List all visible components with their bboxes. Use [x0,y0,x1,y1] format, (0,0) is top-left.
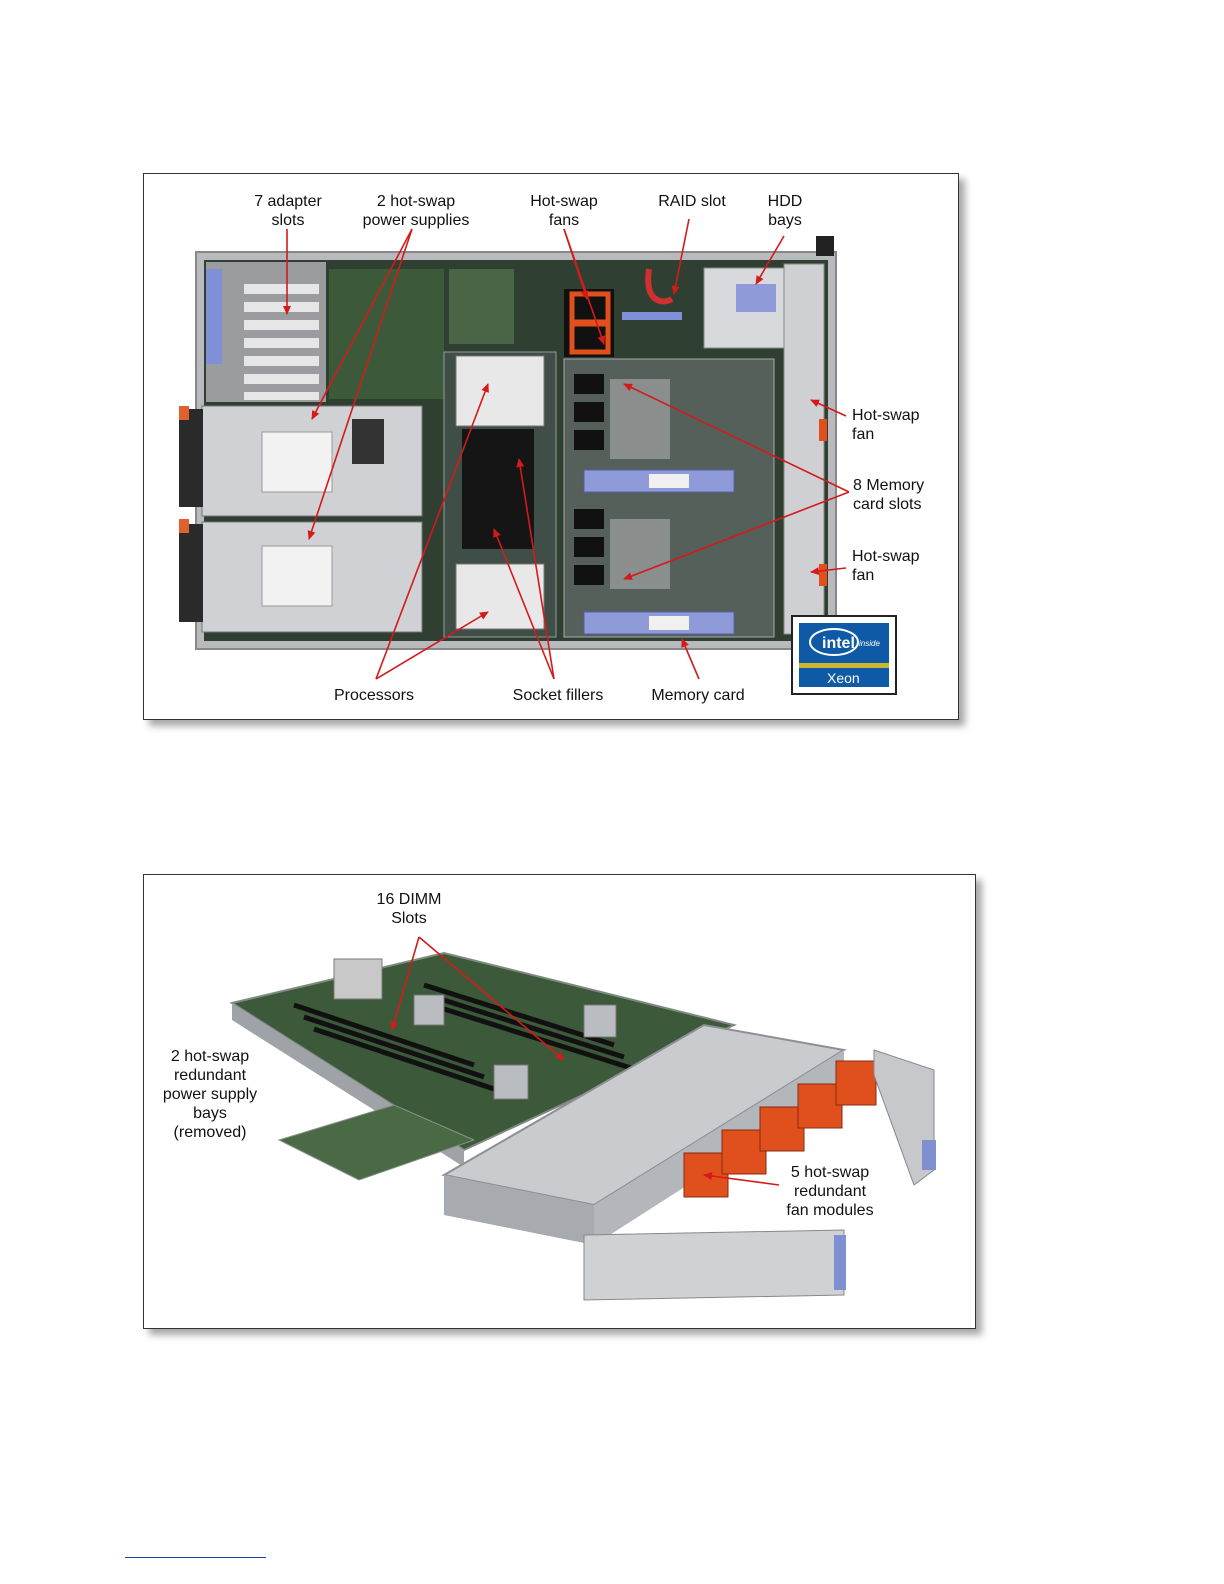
callout-psu-bays: 2 hot-swap redundant power supply bays (… [146,1047,274,1142]
callout-hdd-bays: HDD bays [754,192,816,230]
svg-text:intel: intel [822,635,855,652]
callout-raid-slot: RAID slot [644,192,740,211]
fan-column [784,264,824,634]
server-top-view-figure: intel inside Xeon 7 adapter slots 2 hot-… [143,173,959,720]
callout-socket-fillers: Socket fillers [496,686,620,705]
callout-hot-swap-fan-2: Hot-swap fan [852,547,952,585]
callout-hot-swap-fans: Hot-swap fans [514,192,614,230]
svg-text:inside: inside [859,639,880,648]
adapter-latches [206,269,222,364]
callout-adapter-slots: 7 adapter slots [236,192,340,230]
psu-bay-bottom [584,1230,844,1300]
callout-processors: Processors [314,686,434,705]
callout-hot-swap-fan-1: Hot-swap fan [852,406,952,444]
callout-memory-card: Memory card [638,686,758,705]
callout-power-supplies: 2 hot-swap power supplies [351,192,481,230]
callout-dimm-slots: 16 DIMM Slots [354,890,464,928]
callout-fan-modules: 5 hot-swap redundant fan modules [772,1163,888,1220]
svg-text:Xeon: Xeon [827,670,860,686]
compute-tray-figure: 16 DIMM Slots 2 hot-swap redundant power… [143,874,976,1329]
processor-1 [456,356,544,426]
footnote-separator [125,1557,266,1558]
server-top-view-photo: intel inside Xeon [144,174,958,719]
callout-memory-card-slots: 8 Memory card slots [853,476,953,514]
intel-xeon-badge: intel inside Xeon [792,616,896,694]
